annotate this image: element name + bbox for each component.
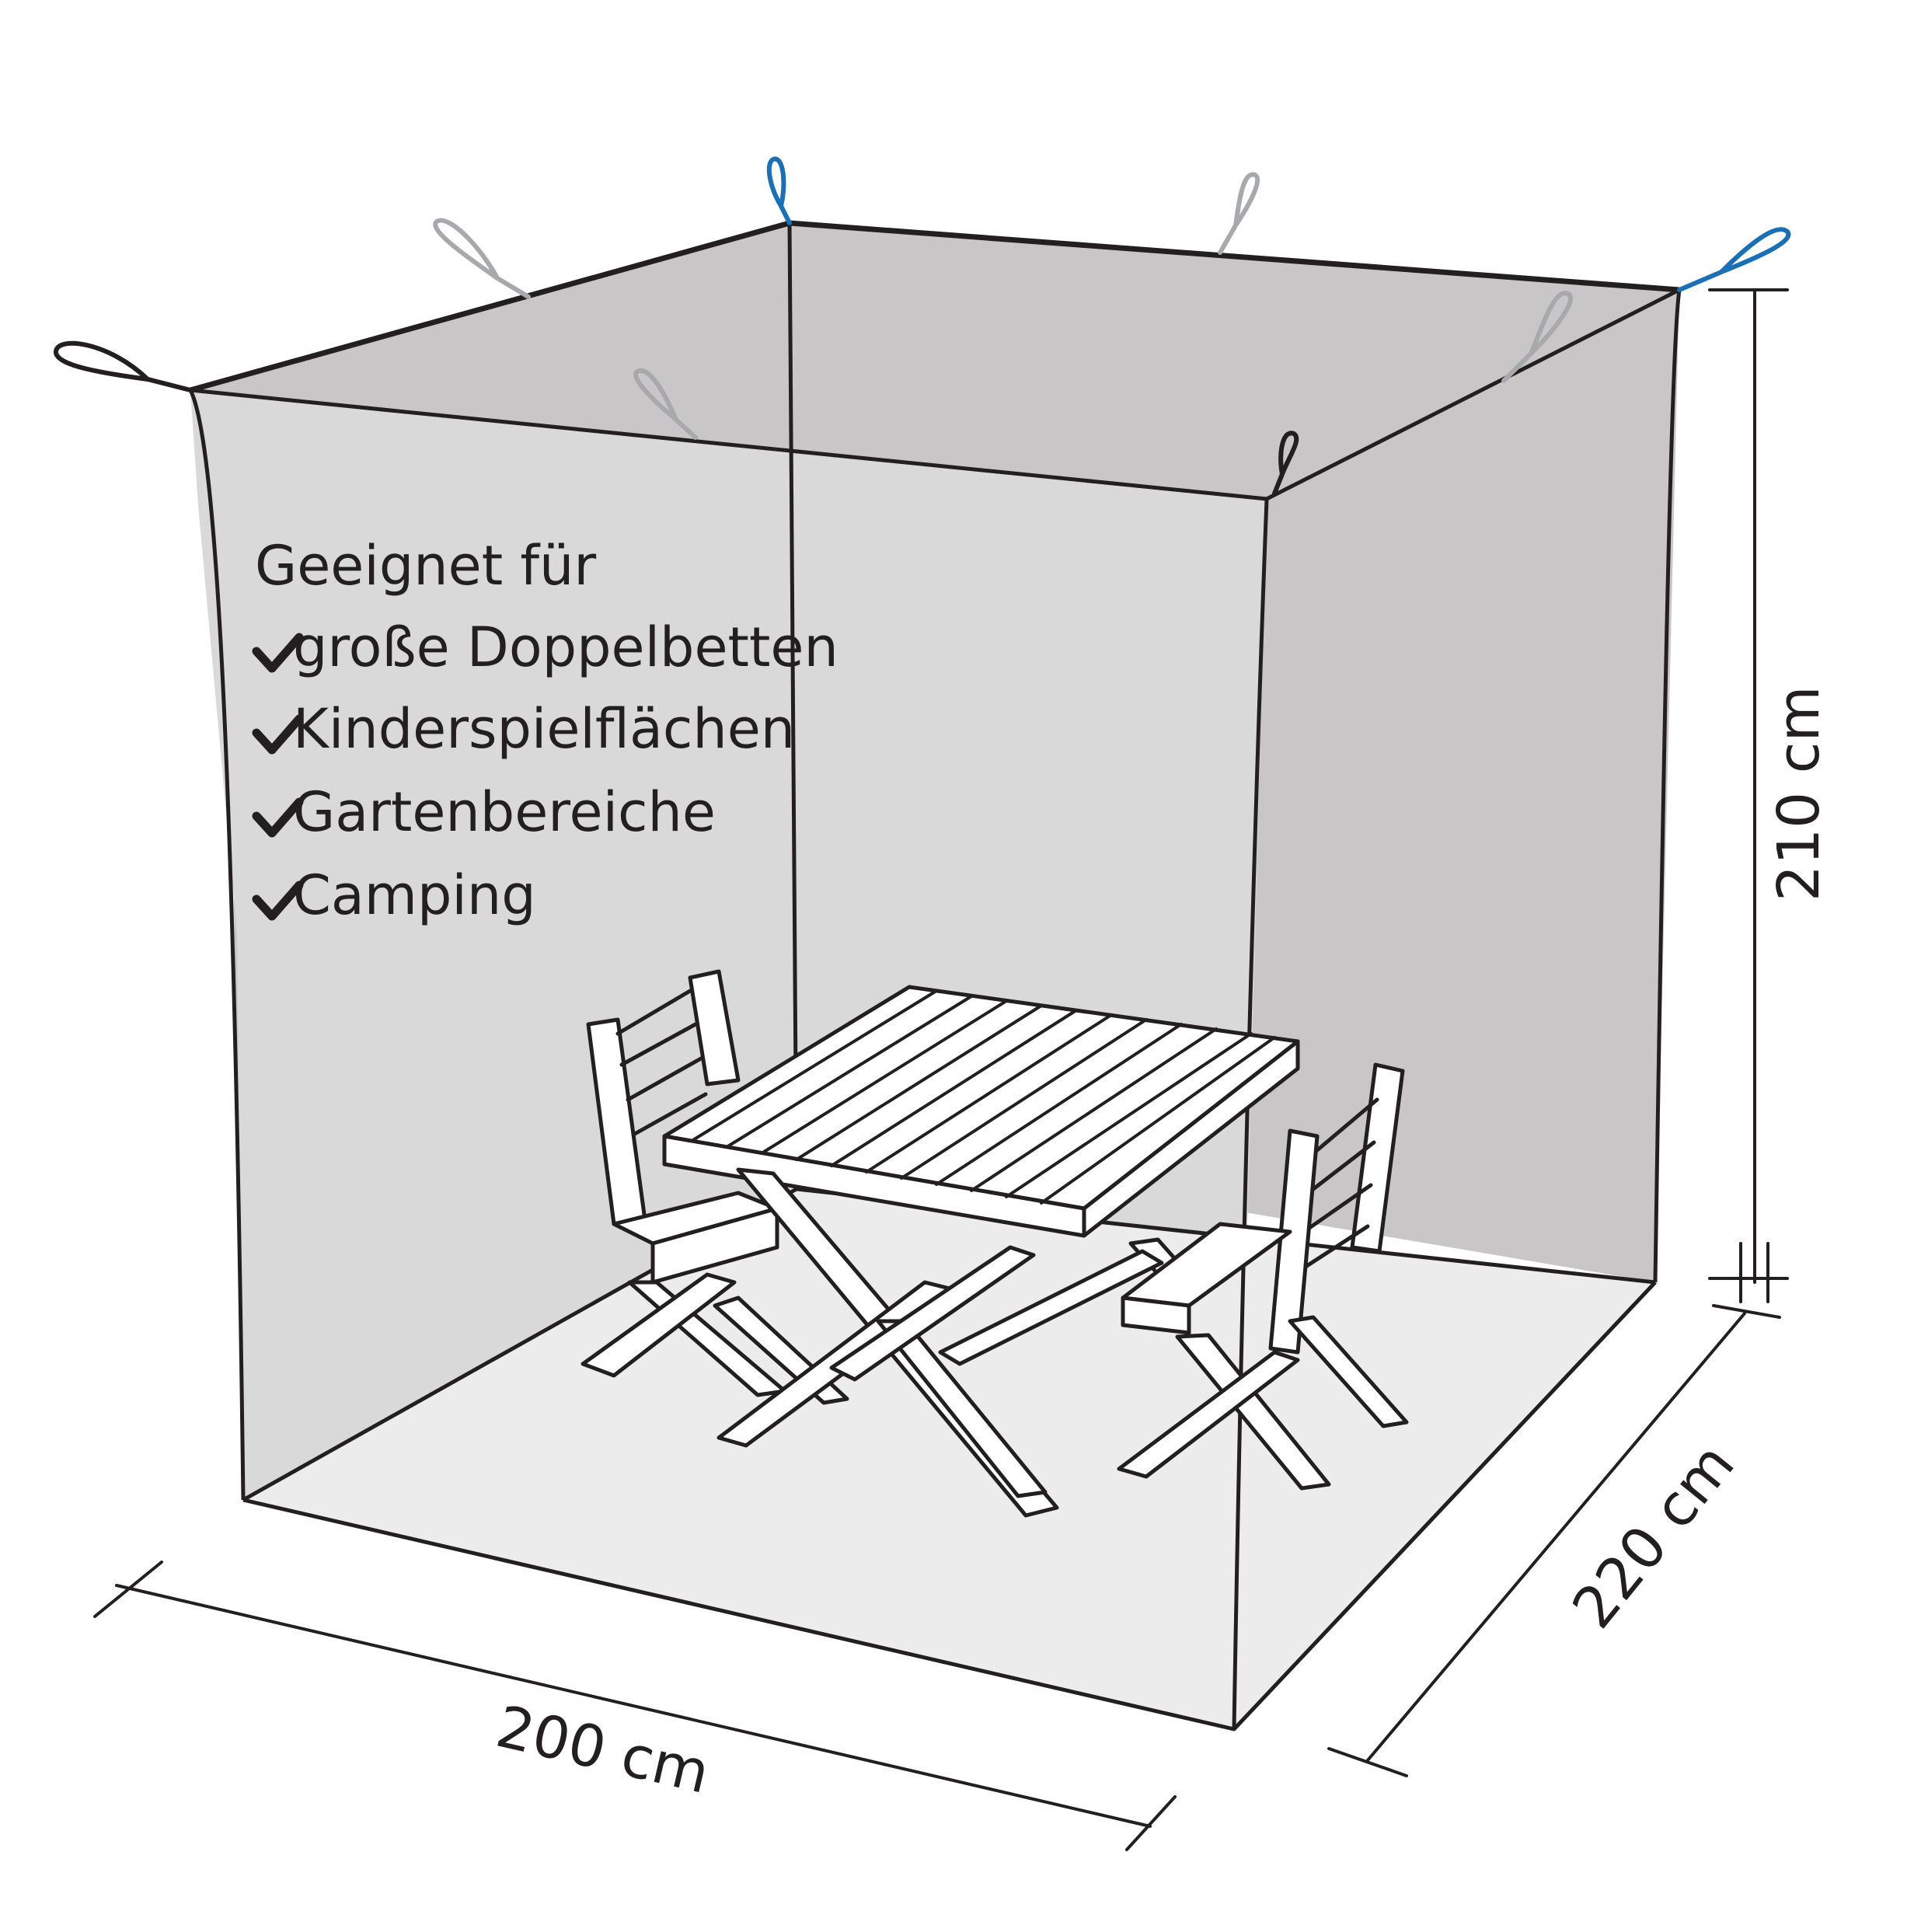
feature-item: Camping <box>252 863 536 927</box>
check-icon <box>252 797 304 838</box>
check-icon <box>252 881 304 921</box>
feature-item-label: große Doppelbetten <box>293 616 838 679</box>
hanging-loops <box>54 156 1791 496</box>
net-frame <box>188 220 1682 1731</box>
feature-list: Geeignet für große Doppelbetten Kindersp… <box>252 534 838 927</box>
width-dimension-line <box>93 1561 1177 1851</box>
feature-item-label: Camping <box>293 863 536 927</box>
feature-item: große Doppelbetten <box>252 616 838 679</box>
feature-item-label: Kinderspielflächen <box>293 697 795 761</box>
depth-label: 220 cm <box>1560 1432 1748 1641</box>
depth-dimension-line <box>1327 1304 1781 1777</box>
hanging-loop-icon <box>1501 291 1573 383</box>
width-label: 200 cm <box>490 1693 716 1807</box>
furniture <box>580 969 1409 1518</box>
height-label: 210 cm <box>1766 685 1832 901</box>
height-dimension-line <box>1708 288 1789 1303</box>
hanging-loop-icon <box>1677 227 1791 292</box>
hanging-loop-icon <box>1218 172 1260 255</box>
dimension-lines <box>93 288 1789 1851</box>
feature-item-label: Gartenbereiche <box>293 780 716 844</box>
hanging-loop-icon <box>1272 431 1299 496</box>
feature-item: Gartenbereiche <box>252 780 716 844</box>
hanging-loop-icon <box>433 218 531 299</box>
table <box>662 985 1300 1518</box>
check-icon <box>252 714 304 755</box>
hanging-loop-icon <box>633 368 698 440</box>
right-chair <box>1117 1062 1409 1491</box>
feature-heading: Geeignet für <box>255 534 596 598</box>
hanging-loop-icon <box>766 156 792 225</box>
feature-item: Kinderspielflächen <box>252 697 795 761</box>
hanging-loop-icon <box>54 340 193 392</box>
check-icon <box>252 633 304 673</box>
